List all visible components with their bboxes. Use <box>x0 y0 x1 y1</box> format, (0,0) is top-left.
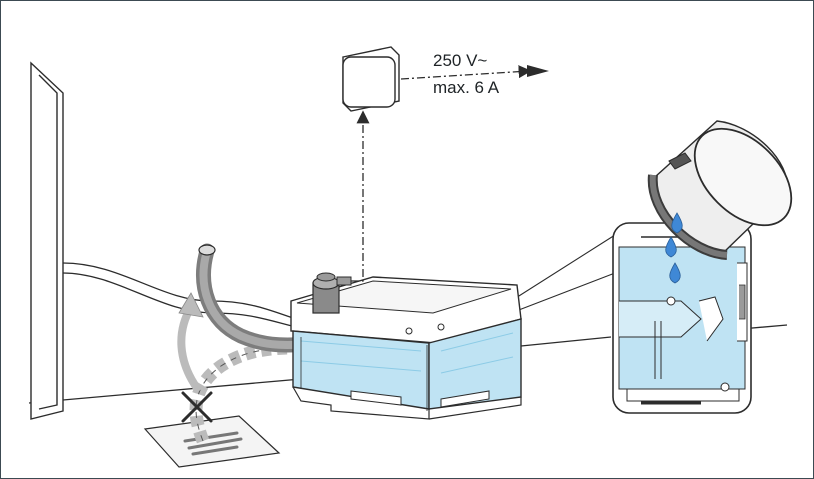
bucket <box>647 120 793 260</box>
current-label: max. 6 A <box>433 78 500 97</box>
drain-tray <box>143 415 281 468</box>
hose-end <box>198 244 216 256</box>
power-socket-icon <box>342 46 400 112</box>
hose-correct-highlight <box>199 247 323 349</box>
cross-icon <box>181 391 213 423</box>
power-arrow <box>400 65 532 80</box>
wall-door <box>30 61 64 420</box>
pump-unit <box>312 272 352 314</box>
signal-line <box>351 110 370 282</box>
voltage-label: 250 V~ <box>433 51 488 70</box>
condensate-tank <box>290 276 522 420</box>
redirect-arrow <box>177 304 203 394</box>
zoom-guide-lines <box>510 234 616 314</box>
redirect-arrow-head <box>178 292 204 318</box>
power-cable <box>62 262 297 320</box>
power-cable-lower <box>62 272 297 328</box>
water-drop-icon <box>665 212 683 284</box>
tank-detail-zoom <box>612 222 752 414</box>
arrow-icon <box>527 65 549 77</box>
